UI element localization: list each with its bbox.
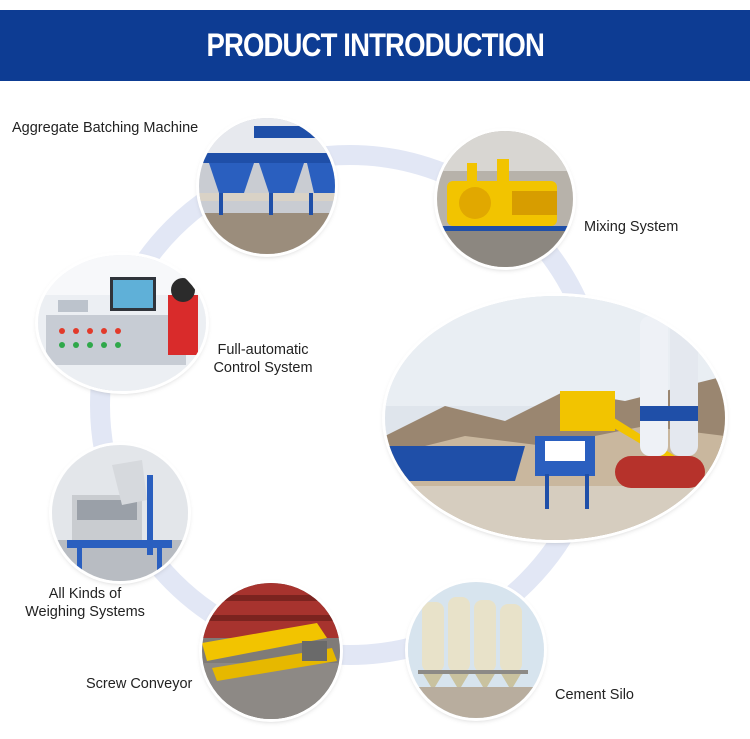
aggregate-batching-machine-image bbox=[199, 118, 335, 254]
cement-silo-image bbox=[408, 582, 544, 718]
label-control-system-line1: Full-automatic bbox=[217, 342, 309, 358]
label-cement-silo: Cement Silo bbox=[555, 687, 634, 703]
label-weighing-systems-line1: All Kinds of bbox=[48, 586, 122, 602]
mixing-system-image bbox=[437, 131, 573, 267]
control-system-image bbox=[38, 255, 206, 391]
label-mixing-system: Mixing System bbox=[584, 219, 679, 235]
label-weighing-systems-line2: Weighing Systems bbox=[25, 604, 145, 620]
weighing-systems-image bbox=[52, 445, 188, 581]
screw-conveyor-image bbox=[202, 583, 340, 719]
label-control-system: Full-automatic Control System bbox=[207, 341, 319, 377]
label-screw-conveyor: Screw Conveyor bbox=[86, 676, 193, 692]
label-control-system-line2: Control System bbox=[213, 360, 313, 376]
concrete-batching-plant-image bbox=[385, 296, 725, 540]
label-weighing-systems: All Kinds of Weighing Systems bbox=[14, 585, 156, 621]
page-title: PRODUCT INTRODUCTION bbox=[206, 27, 544, 63]
header-banner: PRODUCT INTRODUCTION bbox=[0, 10, 750, 81]
label-aggregate-batching-machine: Aggregate Batching Machine bbox=[12, 120, 199, 136]
